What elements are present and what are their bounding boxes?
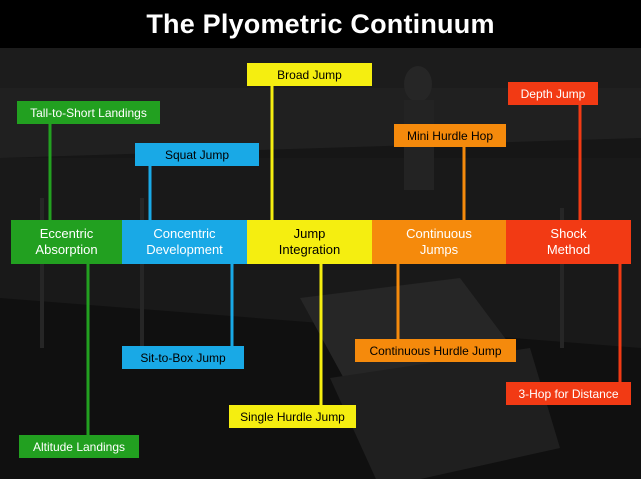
exercise-jump-integration-above: Broad Jump [247, 63, 372, 86]
diagram-title: The Plyometric Continuum [146, 8, 495, 39]
exercise-jump-integration-below: Single Hurdle Jump [229, 405, 356, 428]
exercise-continuous-above: Mini Hurdle Hop [394, 124, 506, 147]
exercise-concentric-above: Squat Jump [135, 143, 259, 166]
title-bar: The Plyometric Continuum [0, 0, 641, 48]
exercise-shock-below: 3-Hop for Distance [506, 382, 631, 405]
exercise-eccentric-below: Altitude Landings [19, 435, 139, 458]
exercise-eccentric-above: Tall-to-Short Landings [17, 101, 160, 124]
exercise-continuous-below: Continuous Hurdle Jump [355, 339, 516, 362]
exercise-shock-above: Depth Jump [508, 82, 598, 105]
exercise-concentric-below: Sit-to-Box Jump [122, 346, 244, 369]
